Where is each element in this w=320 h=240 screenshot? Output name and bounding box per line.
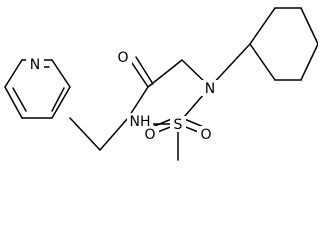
bond: [147, 59, 183, 88]
sulfonamide-n-background: [201, 80, 219, 96]
bond: [51, 59, 71, 88]
sulfonyl-oxygen-left-label: O: [144, 127, 155, 143]
bond: [99, 117, 129, 151]
double-bond-inner: [51, 87, 65, 112]
bond: [4, 59, 23, 88]
bond: [300, 7, 318, 45]
sulfur-label: S: [174, 117, 183, 133]
sulfonyl-o-right-background: [197, 126, 215, 142]
sulfonamide-nitrogen-label: N: [205, 81, 215, 97]
bond: [69, 117, 101, 151]
bond: [129, 59, 149, 88]
pyridine-n-background: [26, 56, 44, 72]
bond: [135, 56, 154, 85]
atom-labels: N O N NH S O O: [26, 49, 219, 143]
amide-nh-background: [127, 113, 153, 129]
bond: [127, 86, 149, 119]
sulfonyl-s-background: [170, 116, 186, 132]
double-bond-inner: [12, 87, 27, 112]
carbonyl-double-bond: [129, 56, 154, 88]
sulfonyl-oxygen-right-label: O: [200, 127, 211, 143]
pyridine-nitrogen-label: N: [30, 57, 40, 73]
cyclohexyl-ring: [249, 7, 318, 81]
chain-bonds: [69, 43, 251, 161]
bond: [249, 43, 276, 81]
bond: [51, 86, 71, 119]
bond: [4, 86, 23, 119]
sulfonyl-o-left-background: [141, 126, 159, 142]
carbonyl-o-background: [114, 49, 132, 65]
bond: [209, 43, 251, 88]
carbonyl-oxygen-label: O: [117, 50, 128, 66]
chemical-structure-diagram: N O N NH S O O: [4, 7, 318, 161]
bond: [300, 43, 318, 81]
bond: [249, 7, 276, 45]
